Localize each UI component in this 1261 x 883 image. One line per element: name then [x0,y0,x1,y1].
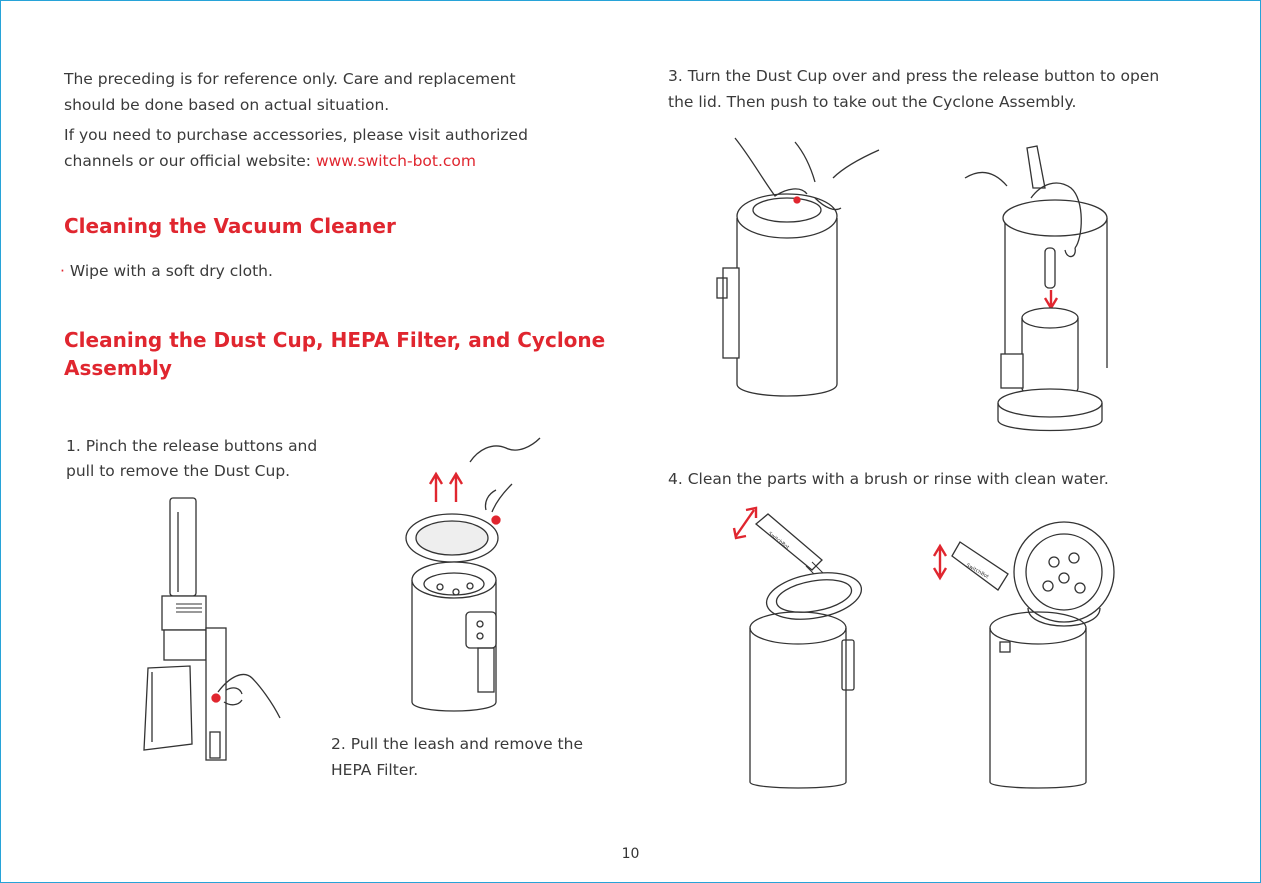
website-link[interactable]: www.switch-bot.com [316,152,476,170]
figure-step4-clean-parts: SwitchBot SwitchBot [728,500,1128,795]
step2-line-2: HEPA Filter. [331,757,418,783]
figure-step2-remove-hepa [400,432,560,727]
intro-line-3: If you need to purchase accessories, ple… [64,122,528,148]
intro-line-2: should be done based on actual situation… [64,92,389,118]
intro-line-4: channels or our official website: www.sw… [64,148,476,174]
step3-line-1: 3. Turn the Dust Cup over and press the … [668,63,1159,89]
page-number: 10 [0,846,1261,862]
heading-cleaning-vacuum: Cleaning the Vacuum Cleaner [64,212,396,241]
step4-text: 4. Clean the parts with a brush or rinse… [668,466,1109,492]
step1-line-2: pull to remove the Dust Cup. [66,458,290,484]
bullet-text: Wipe with a soft dry cloth. [70,262,273,280]
step3-line-2: the lid. Then push to take out the Cyclo… [668,89,1076,115]
bullet-wipe: · Wipe with a soft dry cloth. [60,258,273,284]
bullet-mark: · [60,262,65,280]
heading-dust-cup-line-2: Assembly [64,354,172,383]
figure-step1-remove-dust-cup [130,492,290,767]
step2-line-1: 2. Pull the leash and remove the [331,731,583,757]
intro-line-4-prefix: channels or our official website: [64,152,316,170]
step1-line-1: 1. Pinch the release buttons and [66,433,317,459]
figure-step3-open-lid [715,128,1135,438]
intro-line-1: The preceding is for reference only. Car… [64,66,516,92]
heading-dust-cup-line-1: Cleaning the Dust Cup, HEPA Filter, and … [64,326,605,355]
